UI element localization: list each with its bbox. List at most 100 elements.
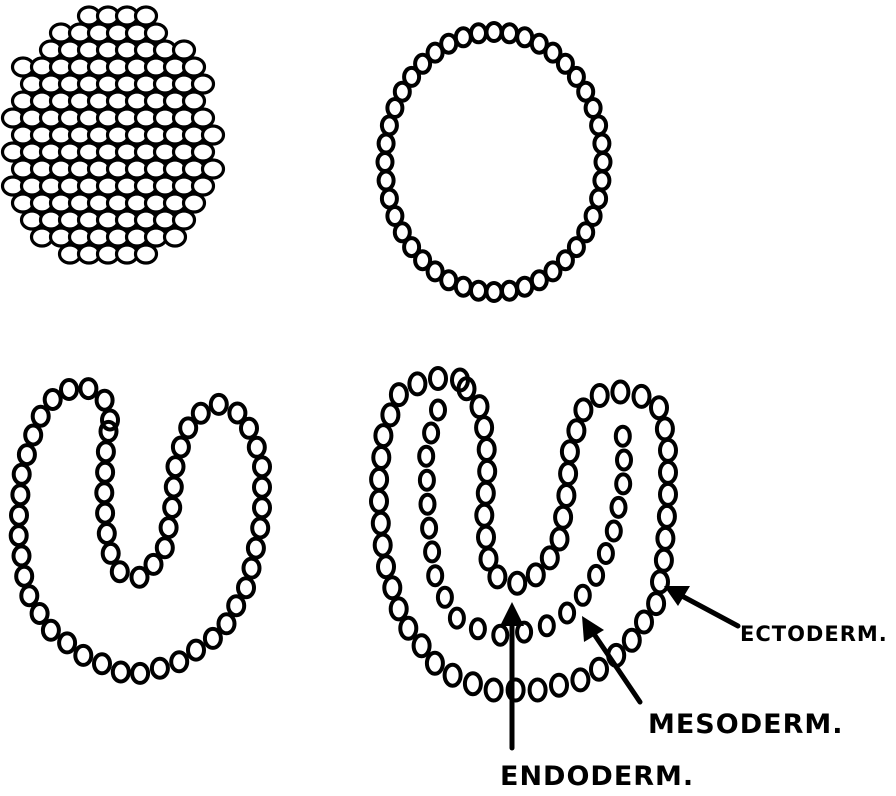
ectoderm-cell [568, 420, 584, 441]
morula-cell [136, 7, 157, 25]
gastrula-cell [11, 506, 27, 525]
mesoderm-cell [419, 447, 433, 466]
mesoderm-cell [450, 609, 464, 628]
mesoderm-cell [420, 471, 434, 490]
morula-cell [193, 177, 214, 195]
morula-cell [193, 109, 214, 127]
ectoderm-cell [391, 384, 407, 405]
ectoderm-cell [591, 659, 607, 680]
gastrula-cell [97, 504, 113, 523]
mesoderm-cell [471, 619, 485, 638]
morula-cell [184, 58, 205, 76]
ectoderm-cell [481, 549, 497, 570]
blastula-cell [382, 190, 397, 208]
mesoderm-cell [422, 519, 436, 538]
ectoderm-cell [479, 461, 495, 482]
ectoderm-label: ECTODERM. [740, 622, 888, 646]
blastula-cell [382, 116, 397, 134]
gastrula-cell [113, 663, 129, 682]
solid-ball-of-cells [3, 7, 224, 263]
gastrula-cell [252, 519, 268, 538]
gastrula-cell [32, 604, 48, 623]
gastrula-cell [254, 478, 270, 497]
gastrula-cell [132, 664, 148, 683]
morula-cell [174, 41, 195, 59]
gastrula-cell [98, 442, 114, 461]
mesoderm-cell [493, 626, 507, 645]
gastrula-cell [97, 391, 113, 410]
ectoderm-cell [465, 673, 481, 694]
gastrula-cell [211, 395, 227, 414]
ectoderm-cell [478, 483, 494, 504]
gastrula-cell [75, 646, 91, 665]
morula-cell [136, 245, 157, 263]
blastula-cell [471, 282, 486, 300]
morula-cell [203, 126, 224, 144]
ectoderm-cell [555, 507, 571, 528]
ectoderm-cell [476, 417, 492, 438]
mesoderm-cell [607, 522, 621, 541]
ectoderm-cell [445, 665, 461, 686]
ectoderm-cell [375, 425, 391, 446]
ectoderm-cell [634, 386, 650, 407]
gastrula-cell [219, 614, 235, 633]
ectoderm-cell [562, 441, 578, 462]
ectoderm-cell [528, 564, 544, 585]
ectoderm-arrow [664, 586, 738, 626]
blastula-cell [378, 153, 393, 171]
ectoderm-cell [384, 577, 400, 598]
ectoderm-cell [660, 440, 676, 461]
mesoderm-cell [589, 566, 603, 585]
gastrula-cell [12, 485, 28, 504]
gastrula-cell [205, 629, 221, 648]
ectoderm-cell [375, 535, 391, 556]
ectoderm-cell [382, 404, 398, 425]
ectoderm-cell [659, 506, 675, 527]
morula-cell [174, 211, 195, 229]
endoderm-arrow [500, 602, 524, 748]
gastrula-cell [101, 422, 117, 441]
ectoderm-cell [414, 635, 430, 656]
blastula-cell [487, 23, 502, 41]
gastrula-cell [33, 407, 49, 426]
ectoderm-cell [430, 368, 446, 389]
gastrula-cell [45, 390, 61, 409]
ectoderm-cell [530, 680, 546, 701]
gastrula-cell [188, 641, 204, 660]
gastrula-cell [96, 483, 112, 502]
mesoderm-cell [540, 616, 554, 635]
gastrula-cell [244, 559, 260, 578]
ectoderm-cell [391, 598, 407, 619]
ectoderm-cell [648, 593, 664, 614]
ectoderm-cell [575, 399, 591, 420]
mesoderm-cell [425, 542, 439, 561]
ectoderm-cell [660, 462, 676, 483]
ectoderm-cell [552, 529, 568, 550]
ectoderm-cell [409, 373, 425, 394]
ectoderm-cell [472, 396, 488, 417]
mesoderm-cell [612, 498, 626, 517]
mesoderm-cell [431, 401, 445, 420]
ectoderm-cell [572, 669, 588, 690]
gastrula-cell [254, 498, 270, 517]
blastula-cell [379, 172, 394, 190]
morula-cell [193, 75, 214, 93]
ectoderm-cell [378, 556, 394, 577]
ectoderm-cell [660, 484, 676, 505]
gastrula-cell [99, 524, 115, 543]
three-layer-cup [371, 368, 676, 701]
ectoderm-cell [651, 397, 667, 418]
blastula-cell [456, 28, 471, 46]
gastrula-cell [103, 544, 119, 563]
gastrula-cell [180, 418, 196, 437]
gastrula-cell [161, 518, 177, 537]
gastrula-cell [249, 438, 265, 457]
gastrula-cell [61, 380, 77, 399]
morula-cell [193, 143, 214, 161]
gastrula-cell [238, 578, 254, 597]
gastrula-cell [14, 465, 30, 484]
gastrula-cell [16, 567, 32, 586]
blastula-cell [594, 135, 609, 153]
gastrula-cell [94, 654, 110, 673]
